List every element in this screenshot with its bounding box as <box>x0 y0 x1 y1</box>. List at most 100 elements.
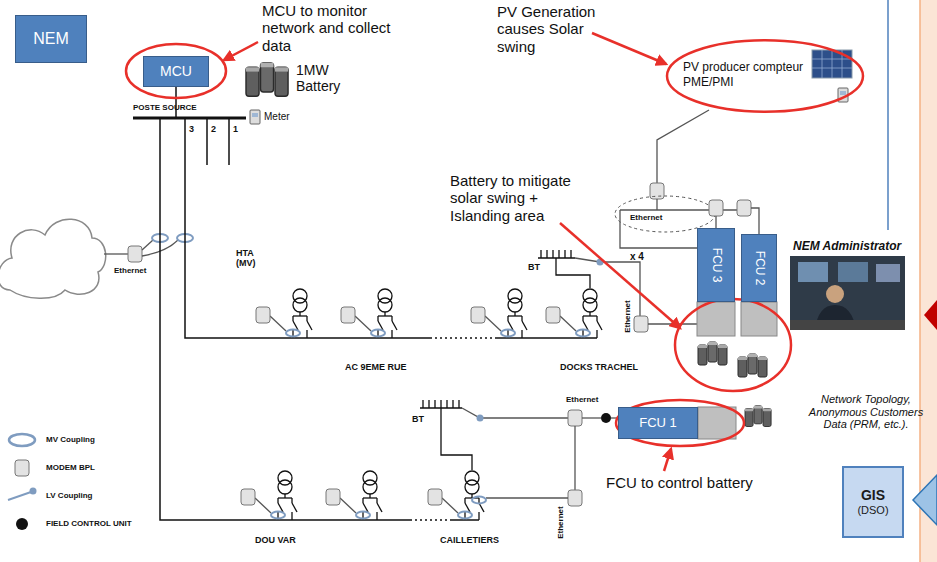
pv-link <box>615 196 715 232</box>
fcu-cabinet <box>675 299 791 391</box>
mv-feeder <box>546 289 602 338</box>
meter-label: Meter <box>264 111 290 123</box>
source-substation <box>126 44 288 165</box>
mv-feeder <box>160 118 410 520</box>
callout-arrow <box>592 33 666 64</box>
lv-busbar <box>441 408 472 470</box>
source-substation <box>206 118 208 165</box>
docks-link <box>575 258 697 332</box>
lv-busbar <box>420 250 590 470</box>
lv-busbar <box>556 258 590 288</box>
solar-panel <box>840 91 846 95</box>
feeder-number: 3 <box>189 124 194 134</box>
feeder-number: 1 <box>233 124 238 134</box>
pv-link <box>656 199 657 210</box>
fcu-box: FCU 1 <box>618 407 698 439</box>
side-strip <box>887 0 889 230</box>
legend-symbol <box>30 488 37 495</box>
callout-text: MCU to monitor network and collect data <box>262 2 407 54</box>
gis-box: GIS(DSO) <box>842 466 904 538</box>
callout-arrow <box>664 449 671 471</box>
legend-symbol <box>15 460 29 476</box>
pv-link <box>715 216 716 228</box>
fcu-box: FCU 3 <box>697 228 735 302</box>
legend-entry: FIELD CONTROL UNIT <box>46 519 132 528</box>
solar-panel <box>812 50 852 78</box>
node-label: (DSO) <box>857 504 888 517</box>
side-strip <box>924 300 937 330</box>
cloud-network <box>104 253 128 254</box>
fcu1-link <box>698 407 736 439</box>
legend-symbol <box>16 518 28 530</box>
side-strip <box>913 475 937 525</box>
callout-arrow <box>224 42 258 60</box>
link-label: Ethernet <box>566 395 598 404</box>
fcu1-link <box>574 426 575 490</box>
mcu-box: MCU <box>143 56 209 87</box>
docks-link <box>634 316 648 332</box>
lv-busbar <box>420 400 462 408</box>
mv-feeder <box>160 118 602 520</box>
node-label: MCU <box>160 63 192 80</box>
fcu1-link <box>462 400 771 506</box>
node-label: GIS <box>861 487 885 504</box>
cloud-network <box>0 219 106 298</box>
operator-photo <box>826 285 844 303</box>
pv-link <box>751 208 759 234</box>
source-substation <box>246 63 288 96</box>
node-label: NEM <box>33 29 69 48</box>
legend-symbol <box>9 434 35 446</box>
node-label: FCU 2 <box>752 251 766 286</box>
legend-entry: MODEM BPL <box>46 463 95 472</box>
legend-text: MV Coupling <box>46 435 95 444</box>
source-substation <box>175 87 177 118</box>
link-label: Ethernet <box>114 266 146 275</box>
operator-photo <box>798 262 828 282</box>
feeder-number: 2 <box>211 124 216 134</box>
node-label: PV producer compteur PME/PMI <box>683 60 805 90</box>
pv-link <box>620 210 697 248</box>
operator-photo <box>790 256 905 330</box>
source-substation <box>250 110 260 124</box>
source-substation <box>126 44 226 98</box>
source-substation <box>228 118 230 165</box>
pv-link <box>650 183 664 199</box>
voltage-label: HTA (MV) <box>236 248 266 269</box>
mv-feeder <box>185 118 430 338</box>
battery-label: 1MW Battery <box>296 62 350 94</box>
pv-link <box>737 200 751 216</box>
callout-text: PV Generation causes Solar swing <box>497 3 615 55</box>
voltage-label: BT <box>528 262 540 272</box>
fcu1-link <box>616 400 744 446</box>
source-substation <box>252 113 258 117</box>
pv-link <box>709 200 723 216</box>
fcu-cabinet <box>698 342 727 365</box>
mv-feeder <box>495 337 597 339</box>
link-label: Ethernet <box>556 506 565 538</box>
fcu1-link <box>472 497 486 504</box>
legend-text: FIELD CONTROL UNIT <box>46 519 132 528</box>
legend-symbol <box>8 492 31 500</box>
mv-feeder <box>410 519 450 521</box>
callout-text: FCU to control battery <box>606 474 753 491</box>
nem-box: NEM <box>15 15 87 63</box>
ellipse-outline <box>667 40 863 111</box>
fcu-cabinet <box>741 302 777 336</box>
mv-feeder <box>471 289 527 338</box>
multiplier-label: x 4 <box>630 251 644 263</box>
substation-name: DOU VAR <box>255 535 296 545</box>
mv-feeder <box>256 289 312 338</box>
pv-producer-ellipse: PV producer compteur PME/PMI <box>665 38 865 114</box>
cloud-network <box>128 246 142 262</box>
substation-name: DOCKS TRACHEL <box>560 362 638 372</box>
node-label: FCU 1 <box>639 415 677 431</box>
callout-arrow <box>560 223 680 328</box>
fcu1-link <box>601 413 611 423</box>
pv-link <box>657 110 709 183</box>
mv-feeder <box>428 471 484 520</box>
docks-link <box>648 323 697 324</box>
cloud-network <box>0 219 193 298</box>
operator-photo <box>790 320 905 330</box>
